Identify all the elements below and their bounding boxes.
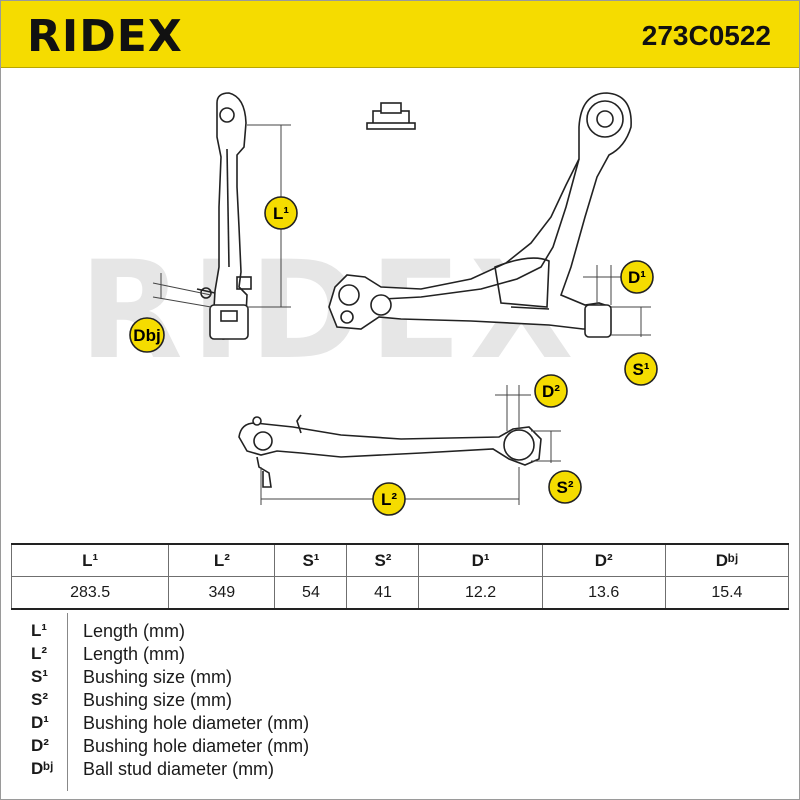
brand-logo: RIDEX [27,11,183,62]
legend-key: Dᵇʲ [31,759,54,778]
legend-key: S¹ [31,667,48,686]
callout-l2: L² [372,482,406,516]
value-l2: 349 [168,576,276,610]
legend-divider [67,613,68,791]
svg-text:L²: L² [381,490,397,509]
callout-dbj: Dbj [129,317,165,353]
value-l1: 283.5 [10,576,170,610]
legend-row: S² Bushing size (mm) [11,690,789,712]
part-number: 273C0522 [641,20,771,51]
callout-l1: L¹ [264,196,298,230]
legend-row: L¹ Length (mm) [11,621,789,643]
dimensions-header-row: L¹ L² S¹ S² D¹ D² Dᵇʲ [10,543,790,577]
value-dbj: 15.4 [664,576,790,610]
legend-row: L² Length (mm) [11,644,789,666]
callout-d1: D¹ [620,260,654,294]
svg-text:Dbj: Dbj [133,326,160,345]
legend-key: D¹ [31,713,49,732]
value-s2: 41 [346,576,420,610]
callout-s1: S¹ [624,352,658,386]
nut-icon [366,102,416,130]
callout-d2: D² [534,374,568,408]
legend-text: Ball stud diameter (mm) [83,759,275,779]
svg-text:S¹: S¹ [633,360,650,379]
legend-key: L² [31,644,48,663]
legend-row: Dᵇʲ Ball stud diameter (mm) [11,759,789,781]
header-l1: L¹ [10,543,170,577]
legend-key: D² [31,736,49,755]
front-view-arm [328,92,632,338]
value-d1: 12.2 [418,576,543,610]
header-bar: RIDEX 273C0522 [1,1,799,68]
legend-text: Bushing size (mm) [83,690,233,710]
legend-text: Bushing size (mm) [83,667,233,687]
legend-text: Length (mm) [83,621,186,641]
svg-text:D¹: D¹ [628,268,646,287]
svg-text:S²: S² [557,478,574,497]
header-d1: D¹ [418,543,543,577]
header-d2: D² [541,543,666,577]
legend-text: Length (mm) [83,644,186,664]
legend-row: D² Bushing hole diameter (mm) [11,736,789,758]
legend-key: L¹ [31,621,48,640]
svg-text:L¹: L¹ [273,204,289,223]
value-d2: 13.6 [541,576,666,610]
legend: L¹ Length (mm) L² Length (mm) S¹ Bushing… [11,613,789,793]
legend-text: Bushing hole diameter (mm) [83,713,310,733]
side-view-arm [196,92,252,340]
header-l2: L² [168,543,276,577]
value-s1: 54 [274,576,348,610]
legend-text: Bushing hole diameter (mm) [83,736,310,756]
legend-row: D¹ Bushing hole diameter (mm) [11,713,789,735]
dimensions-value-row: 283.5 349 54 41 12.2 13.6 15.4 [10,576,790,610]
drawing-canvas: RIDEX [79,92,658,516]
legend-row: S¹ Bushing size (mm) [11,667,789,689]
technical-drawing: RIDEX [1,67,799,541]
header-s2: S² [346,543,420,577]
callout-s2: S² [548,470,582,504]
dimensions-table: L¹ L² S¹ S² D¹ D² Dᵇʲ 283.5 349 54 41 12… [10,543,790,610]
svg-text:D²: D² [542,382,560,401]
legend-key: S² [31,690,48,709]
header-dbj: Dᵇʲ [664,543,790,577]
header-s1: S¹ [274,543,348,577]
bottom-view-arm [238,414,542,488]
